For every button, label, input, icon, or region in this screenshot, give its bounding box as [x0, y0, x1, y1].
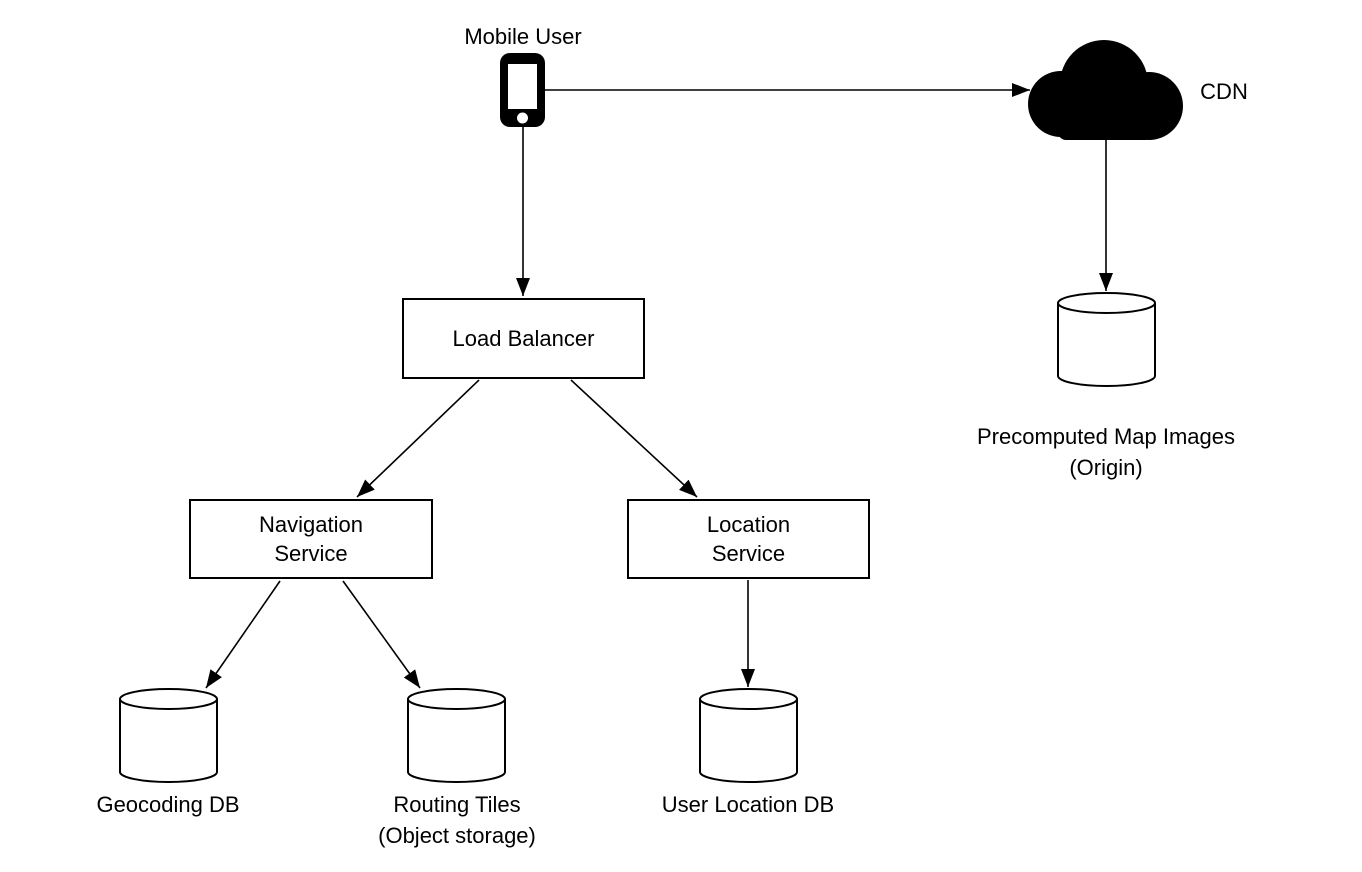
- geocoding-db-cylinder-icon: [119, 688, 218, 783]
- load-balancer-label: Load Balancer: [452, 325, 595, 351]
- load-balancer-node: Load Balancer: [402, 298, 645, 379]
- precomputed-map-images-cylinder-icon: [1057, 292, 1156, 387]
- cdn-label: CDN: [1200, 79, 1248, 104]
- arrow-load-balancer-to-navigation-service: [356, 379, 480, 498]
- cloud-icon: [1028, 40, 1183, 140]
- routing-tiles-label: Routing Tiles (Object storage): [378, 789, 536, 851]
- arrow-navigation-service-to-geocoding-db: [205, 580, 281, 689]
- location-service-label-line1: Location: [706, 511, 791, 537]
- location-service-node: Location Service: [627, 499, 870, 579]
- arrow-navigation-service-to-routing-tiles: [342, 580, 421, 689]
- routing-tiles-label-line2: (Object storage): [378, 823, 536, 849]
- arrow-load-balancer-to-location-service: [570, 379, 698, 498]
- mobile-user-label: Mobile User: [464, 24, 582, 49]
- user-location-db-label: User Location DB: [661, 792, 835, 817]
- navigation-service-label-line1: Navigation: [259, 511, 363, 537]
- routing-tiles-label-line1: Routing Tiles: [393, 792, 521, 817]
- geocoding-db-label: Geocoding DB: [96, 792, 240, 817]
- precomputed-map-images-label-line1: Precomputed Map Images: [976, 424, 1236, 449]
- user-location-db-cylinder-icon: [699, 688, 798, 783]
- location-service-label-line2: Service: [711, 541, 786, 566]
- precomputed-map-images-label-line2: (Origin): [1069, 455, 1143, 481]
- smartphone-icon: [500, 53, 545, 127]
- routing-tiles-cylinder-icon: [407, 688, 506, 783]
- navigation-service-label-line2: Service: [274, 541, 348, 566]
- precomputed-map-images-label: Precomputed Map Images (Origin): [977, 421, 1235, 483]
- navigation-service-node: Navigation Service: [189, 499, 433, 579]
